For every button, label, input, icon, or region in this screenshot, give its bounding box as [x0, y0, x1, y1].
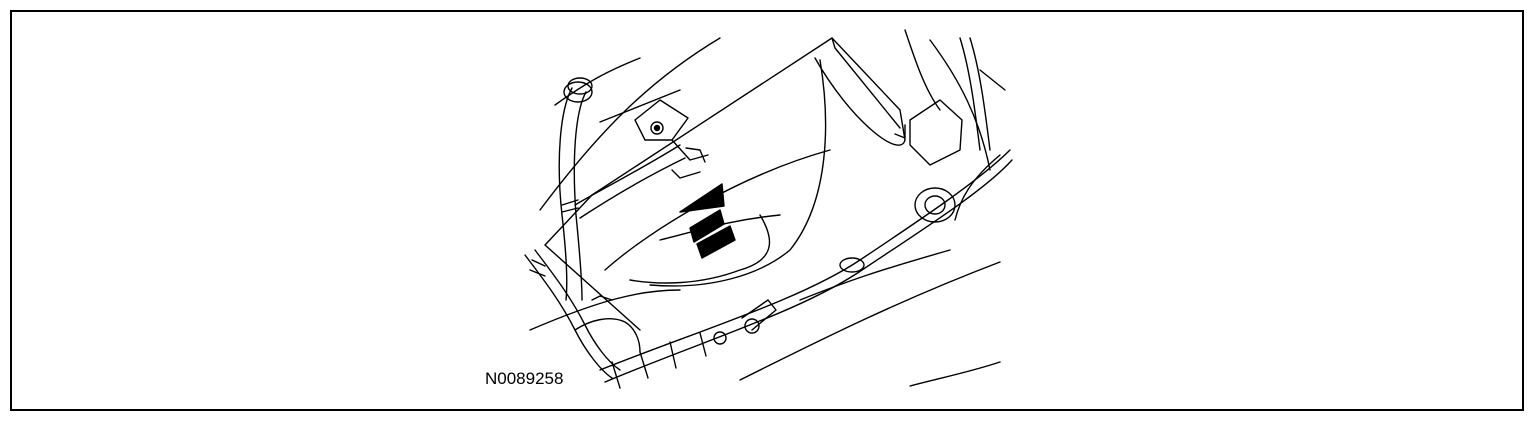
lower-pipe: [524, 249, 641, 379]
connector-icon: [634, 99, 709, 179]
figure-frame: [10, 10, 1524, 411]
direction-arrow-icon: [679, 183, 736, 259]
body-contour-line: [909, 361, 1001, 387]
body-contour-line: [529, 289, 681, 331]
body-contour-line: [929, 39, 991, 171]
body-contour-line: [554, 57, 641, 106]
bolt-icon: [839, 187, 956, 273]
underbody-panel: [544, 37, 906, 331]
body-contour-line: [904, 29, 941, 111]
body-contour-line: [799, 249, 951, 301]
hose-icon: [558, 77, 686, 301]
figure-callout-id: N0089258: [485, 369, 564, 388]
mount-bracket-icon: [894, 99, 963, 166]
body-contour-line: [739, 261, 1001, 381]
body-contour-line: [954, 154, 1001, 221]
wiring-harness-icon: [599, 37, 1013, 389]
body-contour-line: [539, 37, 721, 211]
body-contour-line: [599, 89, 681, 123]
